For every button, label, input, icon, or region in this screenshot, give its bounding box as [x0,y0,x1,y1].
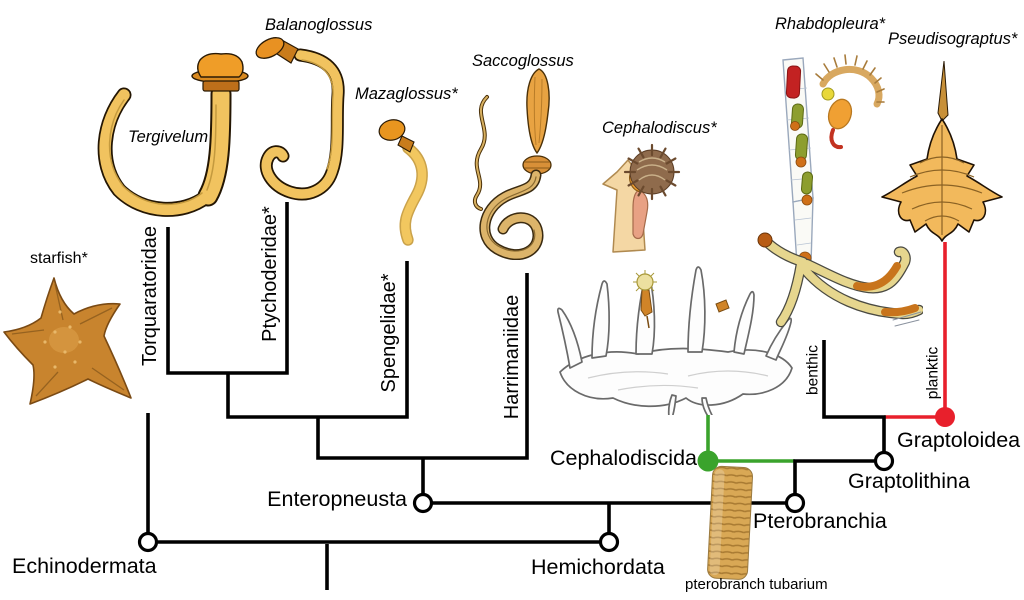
node-graptoloidea [935,407,955,427]
label-pterobranchia: Pterobranchia [753,509,887,533]
tergivelum-illustration [97,52,249,217]
label-benthic: benthic [804,345,822,395]
label-spengelidae: Spengelidae* [378,273,400,393]
pseudisograptus-illustration [881,60,1003,242]
label-harrimaniidae: Harrimaniidae [501,294,523,420]
node-enteropneusta [412,492,434,514]
node-echinodermata [137,531,159,553]
branch-graptolithina-benthic [822,340,886,452]
label-mazaglossus: Mazaglossus* [355,85,458,103]
rhabdopleura-colony-illustration [757,54,923,328]
label-rhabdopleura: Rhabdopleura* [775,15,886,33]
saccoglossus-illustration [472,68,552,260]
starfish-illustration [3,277,132,405]
label-enteropneusta: Enteropneusta [267,487,407,511]
label-saccoglossus: Saccoglossus [472,52,574,70]
node-graptolithina [873,450,895,472]
label-graptolithina: Graptolithina [848,469,970,493]
branch-pterobranchia-graptolithina [793,459,874,494]
node-pterobranchia [784,492,806,514]
branch-harrimaniidae [316,273,529,460]
tubarium-photo [707,465,753,580]
label-starfish: starfish* [30,250,88,267]
cephalodiscus-illustration [602,143,681,253]
rhabdopleura-zooid-illustration [815,54,885,150]
label-pseudisograptus: Pseudisograptus* [888,30,1018,48]
label-tergivelum: Tergivelum [128,128,209,146]
mazaglossus-illustration [378,119,428,246]
label-planktic: planktic [924,346,942,400]
label-ptychoderidae: Ptychoderidae* [259,206,281,342]
cephalodiscida-coenecium-illustration [556,266,793,415]
node-cephalodiscida [697,450,719,472]
label-graptoloidea: Graptoloidea [897,428,1021,452]
label-pterobranch-tubarium: pterobranch tubarium [685,576,828,593]
label-cephalodiscida: Cephalodiscida [549,446,697,470]
label-balanoglossus: Balanoglossus [265,16,373,34]
label-torquaratoridae: Torquaratoridae [139,225,161,367]
label-hemichordata: Hemichordata [531,555,665,579]
label-echinodermata: Echinodermata [12,554,157,578]
node-hemichordata [598,531,620,553]
balanoglossus-illustration [255,37,345,201]
label-cephalodiscus: Cephalodiscus* [602,119,717,137]
